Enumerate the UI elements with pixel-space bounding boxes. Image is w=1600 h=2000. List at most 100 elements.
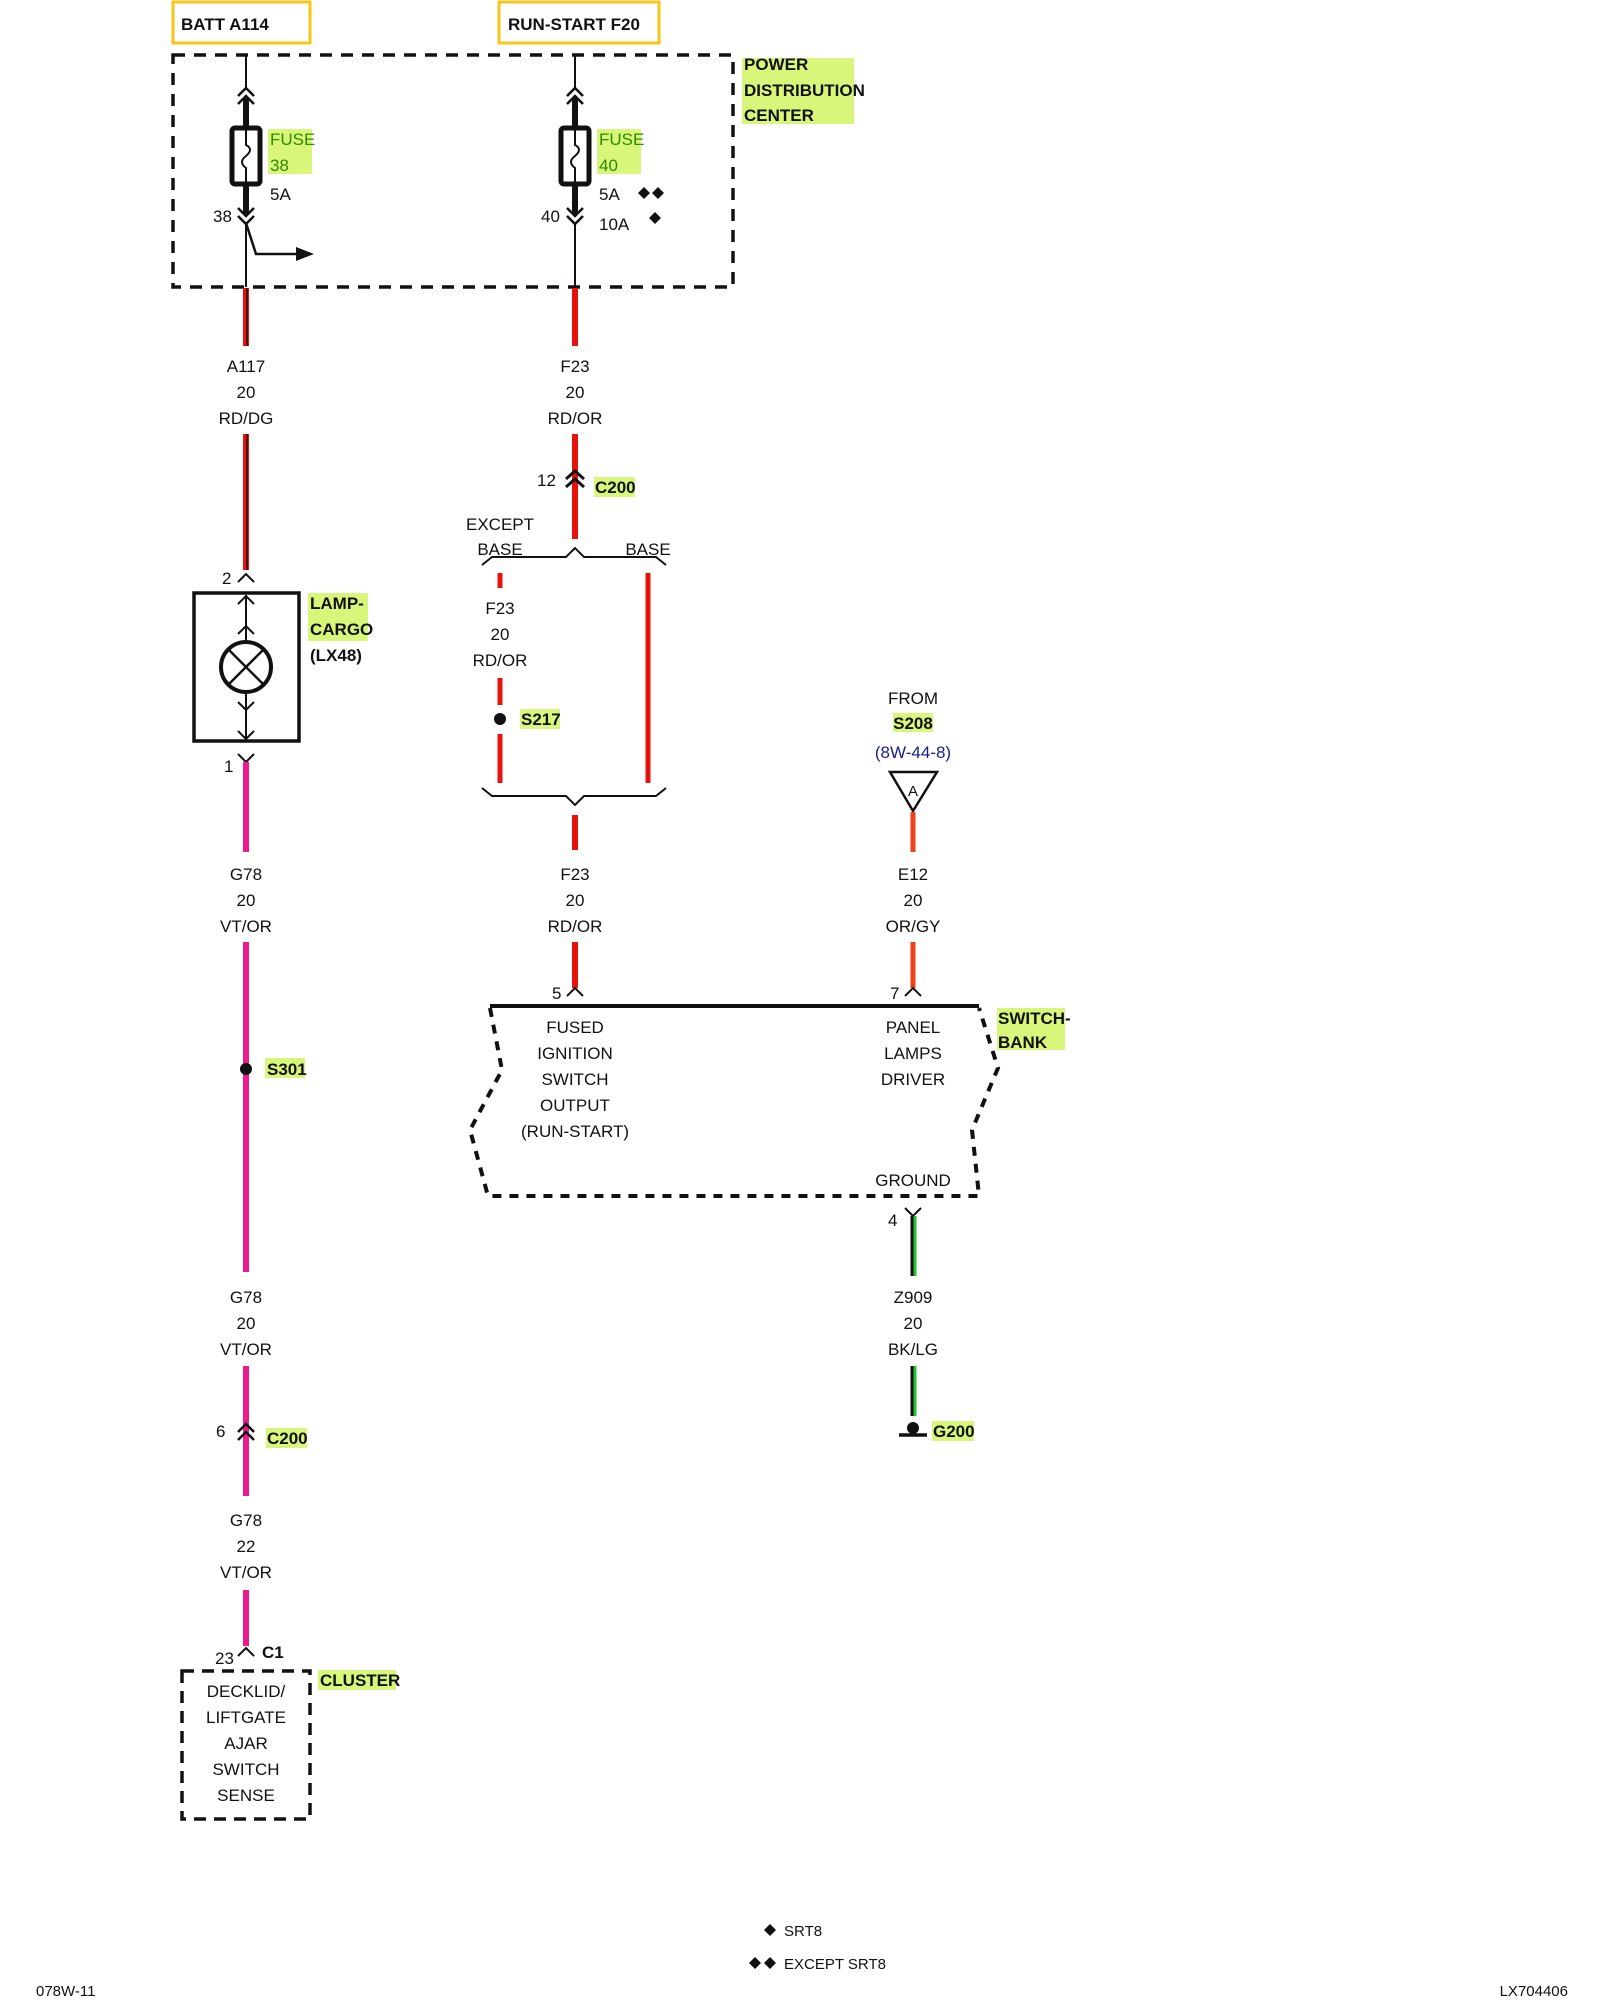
fuse-38-number: 38	[270, 156, 289, 175]
batt-a114-label-box: BATT A114	[171, 0, 312, 45]
ground-g200-label: G200	[933, 1422, 975, 1441]
base-label: BASE	[625, 540, 670, 559]
wire-circuit: G78	[230, 1511, 262, 1530]
cluster-line-4: SWITCH	[212, 1760, 279, 1779]
fuse-40-number: 40	[599, 156, 618, 175]
branch-arrow-icon	[244, 222, 300, 256]
page-reference-link[interactable]: (8W-44-8)	[875, 743, 951, 762]
from-splice-label: S208	[893, 714, 933, 733]
wire-gauge: 22	[237, 1537, 256, 1556]
from-s208-reference: FROM S208 (8W-44-8) A E12 20 OR/GY 7	[875, 689, 951, 1003]
switchbank-left-line-1: FUSED	[546, 1018, 604, 1037]
switch-bank: SWITCH- BANK FUSED IGNITION SWITCH OUTPU…	[467, 1004, 1071, 1198]
run-start-f20-label-box: RUN-START F20	[497, 0, 661, 45]
splice-s217-label: S217	[521, 710, 561, 729]
cluster-label: CLUSTER	[320, 1671, 400, 1690]
switch-bank-boundary	[467, 1007, 1001, 1198]
lamp-housing	[192, 591, 301, 743]
switchbank-left-line-5: (RUN-START)	[521, 1122, 629, 1141]
run-start-label: RUN-START F20	[508, 15, 640, 34]
lamp-pin-2: 2	[222, 569, 231, 588]
legend: SRT8 EXCEPT SRT8	[749, 1923, 886, 1973]
c200-pin-6: 6	[216, 1422, 225, 1441]
switchbank-left-line-3: SWITCH	[541, 1070, 608, 1089]
off-page-marker: A	[908, 783, 918, 800]
branch-brace	[481, 546, 667, 566]
switchbank-label-line-2: BANK	[998, 1033, 1048, 1052]
fuse-38-cavity: 38	[213, 207, 232, 226]
cluster-line-5: SENSE	[217, 1786, 275, 1805]
wire-circuit: F23	[560, 865, 589, 884]
pdc-label-line-2: DISTRIBUTION	[744, 81, 865, 100]
c200-pin-12: 12	[537, 471, 556, 490]
wire-gauge: 20	[904, 891, 923, 910]
pdc-label-line-3: CENTER	[744, 106, 814, 125]
wire-circuit: E12	[898, 865, 928, 884]
wire-gauge: 20	[904, 1314, 923, 1333]
wire-color: VT/OR	[220, 1563, 272, 1582]
c200-label: C200	[267, 1429, 308, 1448]
lamp-pin-1: 1	[224, 757, 233, 776]
wire-a117: A117 20 RD/DG	[219, 288, 274, 570]
fuse-38-rating: 5A	[270, 185, 291, 204]
batt-label: BATT A114	[181, 15, 269, 34]
wire-f23: F23 20 RD/OR 12 C200 EXCEPT BASE BASE F2…	[466, 288, 671, 1003]
wire-color: RD/OR	[548, 409, 603, 428]
wire-circuit: G78	[230, 865, 262, 884]
connector-chevron-icon	[565, 468, 585, 481]
ground-icon	[899, 1422, 927, 1437]
wire-z909: 4 Z909 20 BK/LG G200	[888, 1207, 975, 1441]
from-label: FROM	[888, 689, 938, 708]
wire-circuit: Z909	[894, 1288, 933, 1307]
except-label: EXCEPT	[466, 515, 534, 534]
wire-color: BK/LG	[888, 1340, 938, 1359]
lamp-label-line-2: CARGO	[310, 620, 373, 639]
join-brace	[481, 787, 667, 807]
except-base-label: BASE	[477, 540, 522, 559]
cluster-boundary	[180, 1669, 312, 1821]
wire-color: RD/DG	[219, 409, 274, 428]
switchbank-left-line-2: IGNITION	[537, 1044, 613, 1063]
c200-label: C200	[595, 478, 636, 497]
legend-except-srt8: EXCEPT SRT8	[784, 1956, 886, 1973]
connector-chevron-icon	[237, 86, 255, 97]
diamond-icon	[649, 212, 661, 224]
fuse-40-rating-b: 10A	[599, 215, 630, 234]
lamp-code: (LX48)	[310, 646, 362, 665]
double-diamond-icon	[638, 187, 664, 199]
wire-gauge: 20	[566, 383, 585, 402]
off-page-connector-icon	[887, 770, 940, 814]
footer-page-id: 078W-11	[36, 1983, 95, 2000]
fuse-40: FUSE 40 5A 10A 40	[541, 55, 664, 287]
fuse-38: FUSE 38 5A 38	[213, 55, 315, 287]
switchbank-pin-4: 4	[888, 1211, 897, 1230]
wire-gauge: 20	[237, 1314, 256, 1333]
wire-circuit: F23	[485, 599, 514, 618]
wire-color: RD/OR	[548, 917, 603, 936]
cluster-connector-label: C1	[262, 1643, 284, 1662]
cluster-line-2: LIFTGATE	[206, 1708, 286, 1727]
switchbank-right-line-3: DRIVER	[881, 1070, 945, 1089]
pdc-label-line-1: POWER	[744, 55, 808, 74]
pdc-label: POWER DISTRIBUTION CENTER	[742, 55, 865, 125]
switchbank-right-line-1: PANEL	[886, 1018, 941, 1037]
lamp-bulb-icon	[219, 640, 273, 694]
switchbank-right-line-2: LAMPS	[884, 1044, 942, 1063]
legend-srt8: SRT8	[784, 1923, 822, 1940]
wire-gauge: 20	[237, 891, 256, 910]
cluster-pin: 23	[215, 1649, 234, 1668]
fuse-38-label: FUSE	[270, 130, 315, 149]
pdc-boundary	[171, 53, 735, 289]
diamond-icon	[764, 1924, 776, 1936]
wire-color: OR/GY	[886, 917, 941, 936]
diamond-icon	[749, 1957, 761, 1969]
switchbank-left-line-4: OUTPUT	[540, 1096, 610, 1115]
wire-color: RD/OR	[473, 651, 528, 670]
wire-circuit: F23	[560, 357, 589, 376]
wire-gauge: 20	[566, 891, 585, 910]
wire-g78: G78 20 VT/OR S301 G78 20 VT/OR 6 C200 G7…	[216, 762, 308, 1646]
switchbank-label-line-1: SWITCH-	[998, 1009, 1071, 1028]
switchbank-pin-5: 5	[552, 984, 561, 1003]
wire-gauge: 20	[237, 383, 256, 402]
